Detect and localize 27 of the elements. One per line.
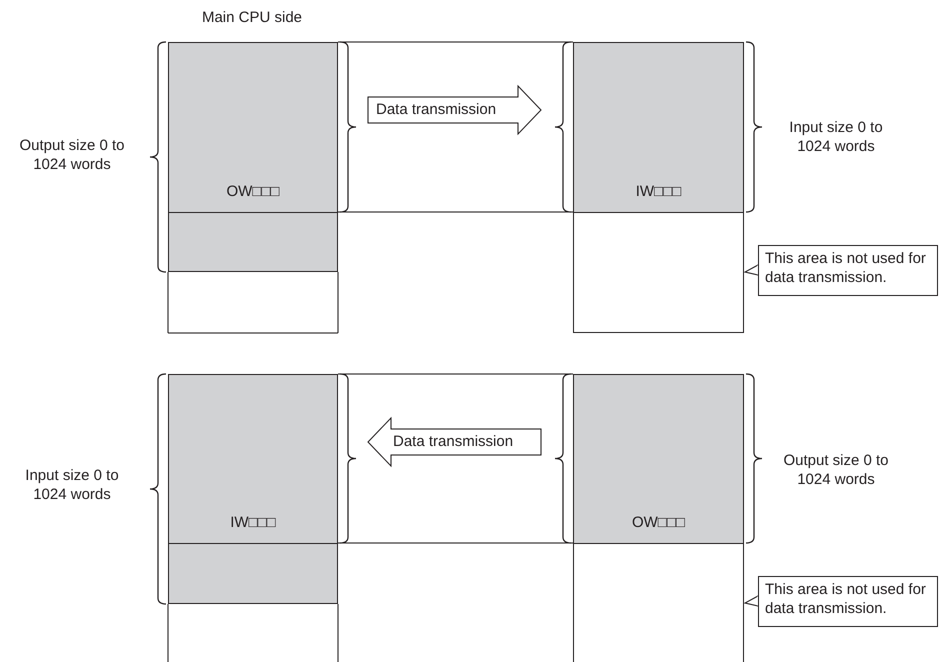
- memory-area: [168, 212, 338, 272]
- memory-area: [573, 212, 744, 333]
- block-arrow: [368, 84, 542, 136]
- register-address: OW□□□: [226, 183, 280, 200]
- size-label: Input size 0 to 1024 words: [24, 466, 120, 504]
- edge-label: Data transmission: [393, 433, 514, 451]
- memory-area: [573, 543, 744, 662]
- memory-area: [573, 374, 744, 544]
- edge-label: Data transmission: [376, 101, 496, 119]
- heading: Main CPU side: [200, 8, 304, 27]
- callout-box: [758, 576, 938, 627]
- memory-area: [573, 42, 744, 213]
- block-arrow: [367, 416, 542, 468]
- register-address: IW□□□: [230, 514, 276, 531]
- size-label: Output size 0 to 1024 words: [18, 136, 126, 174]
- callout-text: This area is not used for data transmission.: [765, 581, 926, 617]
- memory-area: [168, 374, 338, 544]
- size-label: Input size 0 to 1024 words: [788, 118, 884, 156]
- memory-area: [168, 42, 338, 213]
- register-address: OW□□□: [632, 514, 685, 531]
- size-label: Output size 0 to 1024 words: [782, 451, 890, 489]
- callout-box: [758, 245, 938, 296]
- callout-text: This area is not used for data transmission.: [765, 250, 926, 286]
- register-address: IW□□□: [636, 183, 682, 200]
- leader-line: [744, 264, 758, 276]
- memory-area: [168, 543, 338, 604]
- leader-line: [744, 596, 758, 606]
